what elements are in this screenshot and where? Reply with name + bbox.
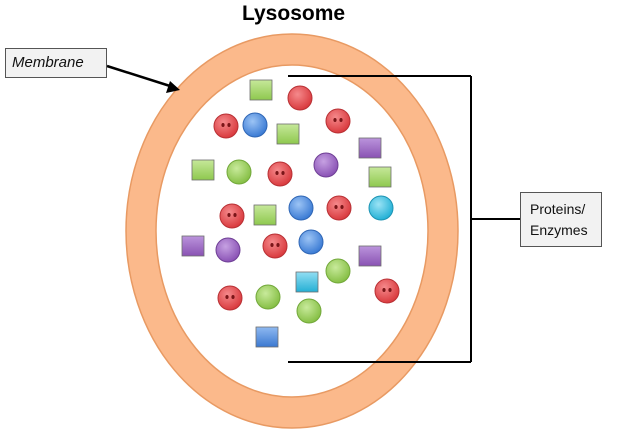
- red-circle-particle: [213, 113, 239, 139]
- green-square-particle: [368, 166, 392, 188]
- red-circle-particle: [219, 203, 245, 229]
- particle-dot: [276, 243, 280, 247]
- particle-dot: [334, 205, 338, 209]
- red-circle-particle: [287, 85, 313, 111]
- red-circle-particle: [262, 233, 288, 259]
- lysosome-interior: [155, 64, 429, 398]
- green-square-particle: [276, 123, 300, 145]
- proteins-label-line1: Proteins/: [530, 201, 586, 217]
- purple-circle-particle: [313, 152, 339, 178]
- purple-square-particle: [358, 137, 382, 159]
- blue-circle-particle: [242, 112, 268, 138]
- particle-dot: [382, 288, 386, 292]
- particle-dot: [388, 288, 392, 292]
- proteins-enzymes-label: Proteins/ Enzymes: [520, 192, 602, 247]
- cyan-circle-particle: [368, 195, 394, 221]
- red-circle-particle: [267, 161, 293, 187]
- membrane-label-text: Membrane: [12, 54, 84, 71]
- particle-dot: [339, 118, 343, 122]
- blue-circle-particle: [298, 229, 324, 255]
- particle-dot: [225, 295, 229, 299]
- red-circle-particle: [374, 278, 400, 304]
- cyan-square-particle: [295, 271, 319, 293]
- green-square-particle: [249, 79, 273, 101]
- particle-dot: [231, 295, 235, 299]
- purple-square-particle: [181, 235, 205, 257]
- membrane-arrow-head: [166, 81, 180, 93]
- particle-dot: [281, 171, 285, 175]
- green-circle-particle: [255, 284, 281, 310]
- red-circle-particle: [325, 108, 351, 134]
- particle-dot: [333, 118, 337, 122]
- proteins-label-line2: Enzymes: [530, 222, 588, 238]
- proteins-bracket: [288, 75, 520, 363]
- blue-square-particle: [255, 326, 279, 348]
- green-circle-particle: [226, 159, 252, 185]
- purple-circle-particle: [215, 237, 241, 263]
- green-circle-particle: [296, 298, 322, 324]
- green-square-particle: [253, 204, 277, 226]
- diagram-title: Lysosome: [0, 2, 627, 26]
- red-circle-particle: [217, 285, 243, 311]
- red-circle-particle: [326, 195, 352, 221]
- particle-dot: [270, 243, 274, 247]
- membrane-arrow-line: [106, 64, 171, 88]
- particle-dot: [275, 171, 279, 175]
- blue-circle-particle: [288, 195, 314, 221]
- protein-particles: [181, 79, 400, 348]
- particle-dot: [227, 213, 231, 217]
- green-square-particle: [191, 159, 215, 181]
- membrane-label: Membrane: [5, 48, 107, 78]
- particle-dot: [340, 205, 344, 209]
- particle-dot: [227, 123, 231, 127]
- particle-dot: [221, 123, 225, 127]
- green-circle-particle: [325, 258, 351, 284]
- title-text: Lysosome: [241, 2, 346, 25]
- particle-dot: [233, 213, 237, 217]
- purple-square-particle: [358, 245, 382, 267]
